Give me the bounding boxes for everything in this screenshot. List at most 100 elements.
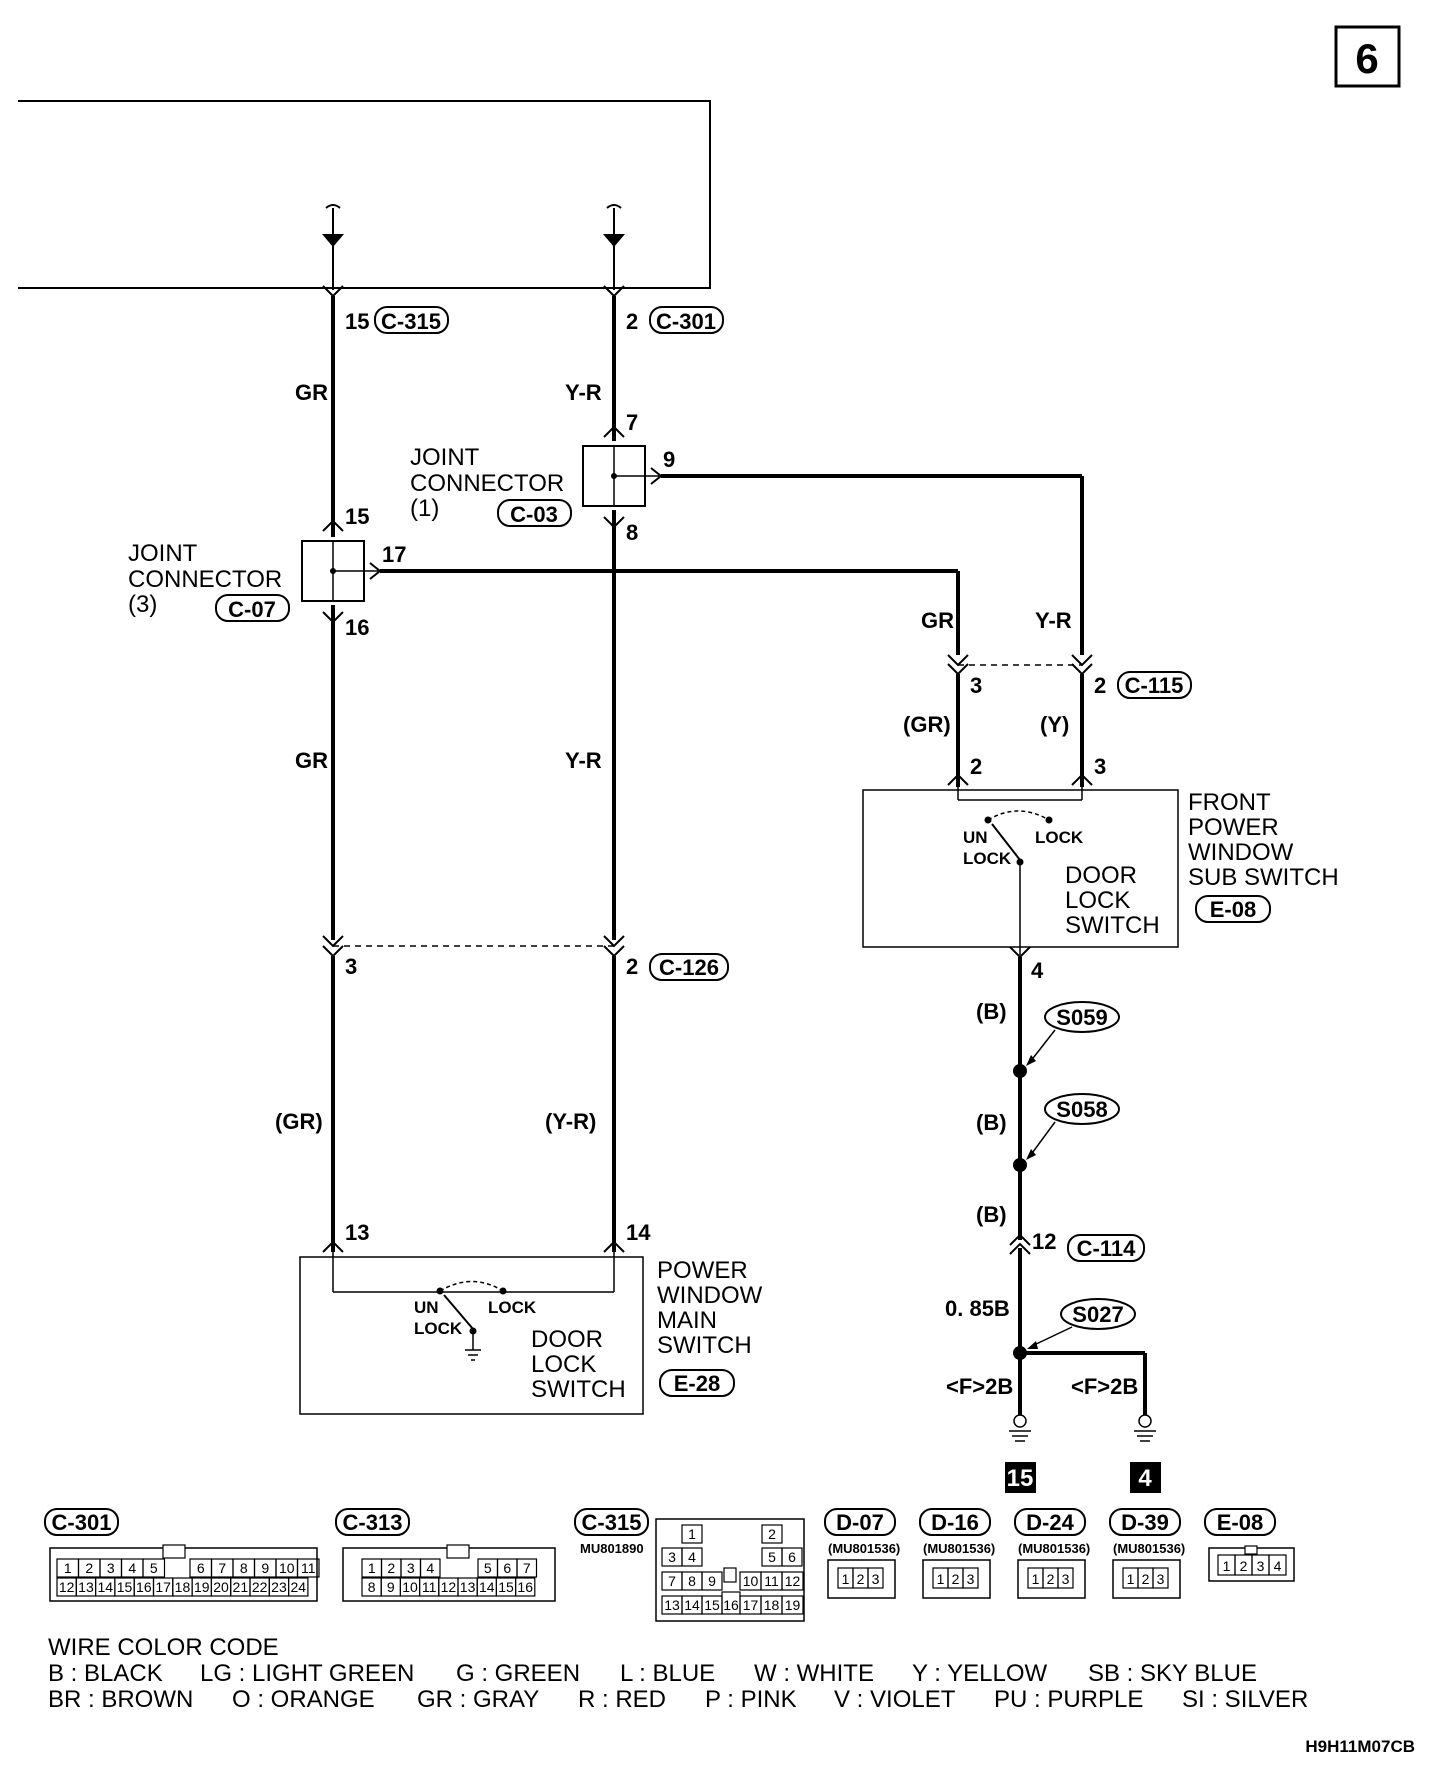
connector-d-outline <box>922 1559 991 1599</box>
pin-label: 9 <box>261 1560 269 1576</box>
splice-id: S058 <box>1056 1097 1107 1122</box>
color-code-entry: SB : SKY BLUE <box>1088 1660 1257 1687</box>
figure-code: H9H11M07CB <box>1305 1737 1415 1756</box>
pin-cell <box>1268 1554 1287 1576</box>
legend-tag <box>824 1508 896 1536</box>
legend-tag <box>1014 1508 1086 1536</box>
pin-label: 12 <box>441 1579 457 1595</box>
main-switch-box <box>299 1256 644 1415</box>
switch-lever <box>991 823 1021 861</box>
legend-connector-id: D-24 <box>1026 1510 1074 1535</box>
legend-tag <box>1204 1508 1276 1536</box>
svg-text:SWITCH: SWITCH <box>657 1332 752 1359</box>
pin-cell <box>962 1567 979 1589</box>
legend-tag <box>44 1508 119 1536</box>
page-number-box <box>1334 25 1401 88</box>
pin-label: 2 <box>1240 1558 1248 1574</box>
pin-label: 1 <box>937 1571 945 1587</box>
color-code-entry: W : WHITE <box>754 1660 874 1687</box>
connector-id: C-07 <box>228 597 276 622</box>
wire-label: GR <box>295 380 328 405</box>
splice-s058-dot <box>1013 1158 1027 1172</box>
pin-number: 2 <box>1094 673 1106 698</box>
pin-cell <box>681 1524 703 1544</box>
svg-text:WINDOW: WINDOW <box>1188 839 1294 866</box>
pin-label: 21 <box>233 1579 249 1595</box>
pin-label: 18 <box>175 1579 191 1595</box>
front-sub-switch-label: FRONT POWER WINDOW SUB SWITCH <box>1188 789 1339 891</box>
legend-part-number: (MU801536) <box>1018 1541 1090 1556</box>
door-lock-switch-sub-label: DOOR LOCK SWITCH <box>1065 862 1160 939</box>
pin-label: 10 <box>279 1560 295 1576</box>
pin-label: 17 <box>743 1597 759 1613</box>
connector-pin-mark <box>603 425 625 438</box>
ground-icon <box>1009 1414 1031 1442</box>
color-code-entry: SI : SILVER <box>1182 1686 1308 1713</box>
pin-label: 8 <box>368 1579 376 1595</box>
svg-text:SWITCH: SWITCH <box>1065 912 1160 939</box>
splice-tag-s058 <box>1044 1093 1120 1125</box>
pin-number: 15 <box>345 504 369 529</box>
connector-tag-c126 <box>649 953 729 981</box>
wire-break-mark <box>325 204 341 209</box>
ground-point-4-badge <box>1130 1462 1161 1493</box>
pin-number: 3 <box>970 673 982 698</box>
color-code-entry: LG : LIGHT GREEN <box>200 1660 414 1687</box>
pin-label: 2 <box>387 1560 395 1576</box>
svg-text:(1): (1) <box>410 495 439 522</box>
splice-id: S027 <box>1072 1302 1123 1327</box>
pin-label: 9 <box>387 1579 395 1595</box>
connector-pin-mark <box>1009 1233 1031 1246</box>
pin-label: 17 <box>155 1579 171 1595</box>
pin-label: 22 <box>252 1579 268 1595</box>
color-code-entry: BR : BROWN <box>48 1686 193 1713</box>
unlock-label: UN <box>414 1298 439 1317</box>
pin-cell <box>419 1558 441 1578</box>
pin-label: 13 <box>78 1579 94 1595</box>
pin-label: 1 <box>1127 1571 1135 1587</box>
pin-label: 24 <box>290 1579 306 1595</box>
pin-number: 2 <box>970 754 982 779</box>
pin-label: 7 <box>668 1573 676 1589</box>
door-lock-switch-main-label: DOOR LOCK SWITCH <box>531 1326 626 1403</box>
connector-key <box>723 1567 737 1583</box>
connector-c315-outline <box>655 1518 805 1622</box>
pin-number: 3 <box>1094 754 1106 779</box>
color-code-entry: O : ORANGE <box>232 1686 375 1713</box>
wire-label: GR <box>295 748 328 773</box>
color-code-entry: Y : YELLOW <box>912 1660 1048 1687</box>
color-code-entry: R : RED <box>578 1686 666 1713</box>
arrow-icon <box>1026 1149 1036 1160</box>
connector-id: C-126 <box>659 955 719 980</box>
svg-text:JOINT: JOINT <box>410 444 480 471</box>
pin-cell <box>1152 1567 1169 1589</box>
color-code-entry: V : VIOLET <box>834 1686 956 1713</box>
pin-label: 1 <box>1223 1558 1231 1574</box>
pin-label: 2 <box>1047 1571 1055 1587</box>
wire-label: Y-R <box>565 748 602 773</box>
connector-id: C-115 <box>1125 673 1184 698</box>
svg-text:FRONT: FRONT <box>1188 789 1271 816</box>
wire-label: (B) <box>976 1202 1007 1227</box>
wire-label: (B) <box>976 999 1007 1024</box>
legend-part-number: (MU801536) <box>1113 1541 1185 1556</box>
svg-text:MAIN: MAIN <box>657 1307 717 1334</box>
svg-text:POWER: POWER <box>657 1257 748 1284</box>
connector-tag-c114 <box>1067 1234 1145 1262</box>
svg-text:LOCK: LOCK <box>1065 887 1130 914</box>
legend-tag <box>919 1508 991 1536</box>
switch-travel <box>439 1280 504 1292</box>
svg-text:SUB SWITCH: SUB SWITCH <box>1188 864 1339 891</box>
connector-latch <box>162 1544 186 1559</box>
svg-text:DOOR: DOOR <box>1065 862 1137 889</box>
splice-leader <box>1031 1326 1073 1347</box>
color-code-entry: G : GREEN <box>456 1660 580 1687</box>
pin-label: 6 <box>503 1560 511 1576</box>
wire-label: 0. 85B <box>945 1296 1010 1321</box>
pin-cell <box>142 1558 166 1578</box>
legend-connector-id: D-16 <box>931 1510 979 1535</box>
wire-label: Y-R <box>565 380 602 405</box>
wire-label: <F>2B <box>1071 1374 1138 1399</box>
